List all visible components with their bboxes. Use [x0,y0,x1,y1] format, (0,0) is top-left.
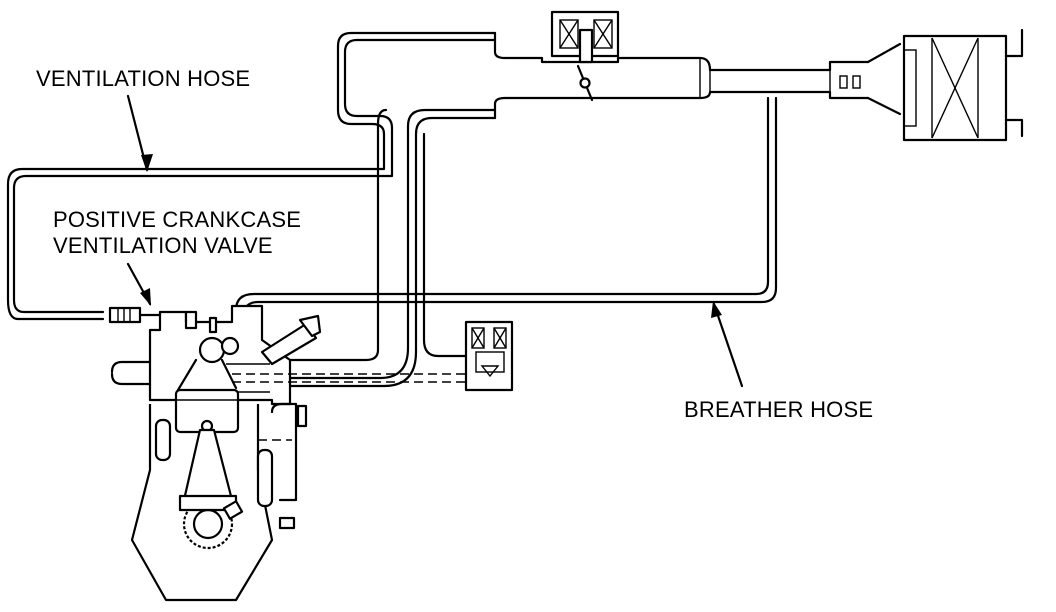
engine-block [108,304,470,602]
purge-valve [422,132,514,392]
ventilation-hose [6,31,497,321]
intake-pipe [493,10,902,120]
label-leaders [126,94,744,388]
pcv-valve-label-line1: POSITIVE CRANKCASE [53,207,302,232]
breather-hose-label: BREATHER HOSE [684,397,874,422]
pcv-valve-label-line2: VENTILATION VALVE [53,233,273,258]
intake-down-tube [268,108,497,388]
ventilation-hose-label: VENTILATION HOSE [36,66,251,91]
air-cleaner [902,28,1024,142]
breather-hose [234,96,778,318]
